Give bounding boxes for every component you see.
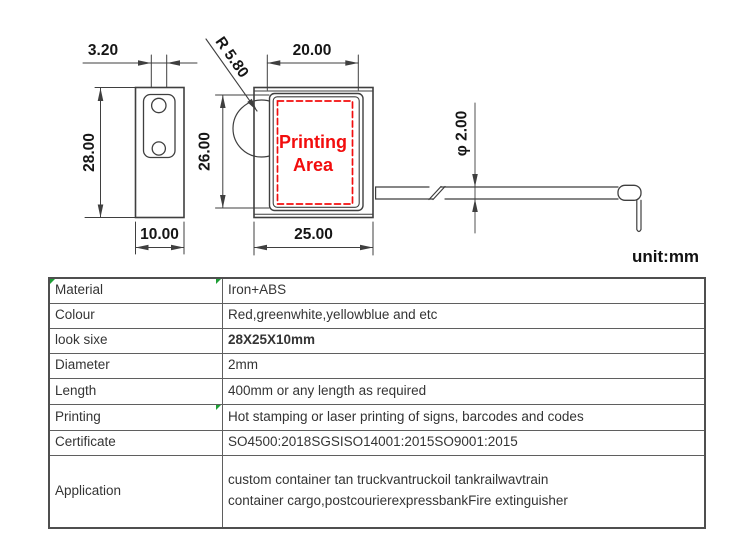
front-view-body	[253, 86, 374, 219]
dim-front-bottom-width: 25.00	[294, 226, 333, 243]
dim-front-height: 26.00	[197, 132, 214, 171]
row-value: 28X25X10mm	[222, 327, 706, 354]
row-value: 400mm or any length as required	[222, 377, 706, 405]
unit-label: unit:mm	[632, 247, 699, 266]
arrowhead	[171, 244, 184, 251]
row-label: Printing	[48, 403, 223, 431]
row-label: look sixe	[48, 327, 223, 354]
row-value: Iron+ABS	[222, 277, 706, 304]
row-value: custom container tan truckvantruckoil ta…	[222, 454, 706, 529]
cable-break	[428, 185, 442, 201]
arrowhead	[360, 244, 373, 251]
spec-table: Material Iron+ABS Colour Red,greenwhite,…	[48, 277, 706, 529]
wire-hole-top	[150, 97, 167, 114]
side-view-slot	[142, 93, 176, 159]
arrowhead	[345, 60, 359, 66]
table-row: look sixe 28X25X10mm	[48, 327, 706, 354]
printing-area-box	[276, 100, 354, 205]
green-corner-mark	[50, 279, 55, 284]
technical-drawing: 3.20 28.00 10.00 R 5.80 20.00 26.00 25.0…	[81, 34, 699, 266]
row-label: Length	[48, 377, 223, 405]
label-frame-inner	[272, 96, 360, 208]
table-row: Application custom container tan truckva…	[48, 454, 706, 529]
printing-area-label-line1: Printing	[279, 132, 347, 152]
dim-cable-diameter: φ 2.00	[454, 111, 471, 157]
side-view	[82, 54, 198, 255]
front-view	[205, 38, 374, 256]
cable-break	[432, 185, 446, 201]
arrowhead	[167, 60, 180, 66]
table-row: Material Iron+ABS	[48, 277, 706, 304]
table-row: Printing Hot stamping or laser printing …	[48, 403, 706, 431]
arrowhead	[254, 244, 267, 251]
arrowhead	[472, 199, 478, 212]
cable-diameter-dim	[472, 102, 478, 234]
printing-area-label-line2: Area	[293, 155, 334, 175]
row-label: Colour	[48, 302, 223, 329]
arrowhead	[135, 244, 149, 251]
table-row: Certificate SO4500:2018SGSISO14001:2015S…	[48, 429, 706, 456]
arrowhead	[97, 204, 104, 218]
label-frame-outer	[268, 92, 364, 212]
seal-cable	[375, 184, 642, 233]
cable-tip	[636, 199, 642, 233]
wire-hole-bottom	[151, 141, 167, 156]
cable-end-nub	[617, 184, 642, 201]
dim-side-width: 10.00	[140, 226, 179, 243]
arrowhead	[267, 60, 281, 66]
table-row: Length 400mm or any length as required	[48, 377, 706, 405]
row-label: Diameter	[48, 352, 223, 379]
row-value: 2mm	[222, 352, 706, 379]
dim-radius: R 5.80	[212, 34, 252, 81]
green-corner-mark	[216, 279, 221, 284]
arrowhead	[220, 95, 226, 108]
dim-slot-width: 3.20	[88, 42, 118, 59]
table-row: Colour Red,greenwhite,yellowblue and etc	[48, 302, 706, 329]
green-corner-mark	[216, 405, 221, 410]
row-label: Application	[48, 454, 223, 529]
row-value: SO4500:2018SGSISO14001:2015SO9001:2015	[222, 429, 706, 456]
row-label: Certificate	[48, 429, 223, 456]
arrowhead	[220, 195, 226, 208]
arrowhead	[97, 88, 104, 101]
arrowhead	[472, 174, 478, 187]
row-value: Red,greenwhite,yellowblue and etc	[222, 302, 706, 329]
dim-side-height: 28.00	[81, 133, 98, 172]
row-value: Hot stamping or laser printing of signs,…	[222, 403, 706, 431]
table-row: Diameter 2mm	[48, 352, 706, 379]
spec-table-wrap: Material Iron+ABS Colour Red,greenwhite,…	[48, 277, 706, 529]
arrowhead	[138, 60, 151, 66]
row-label: Material	[48, 277, 223, 304]
dim-front-top-width: 20.00	[293, 42, 332, 59]
